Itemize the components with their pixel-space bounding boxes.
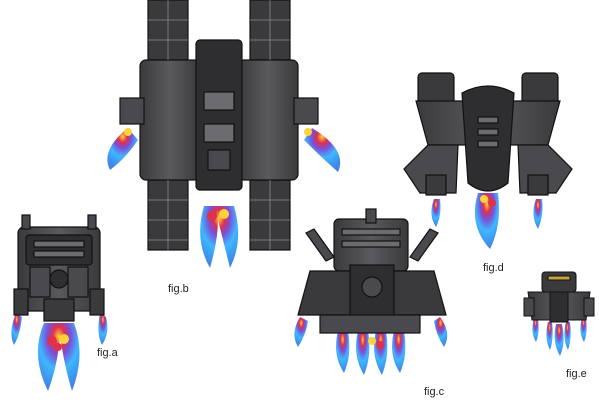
flames (431, 193, 543, 249)
small-fighter-sprite (523, 271, 595, 356)
flames (532, 318, 587, 356)
figure-label-d: fig.d (483, 262, 504, 274)
figure-label-a: fig.a (97, 347, 118, 359)
figure-label-e: fig.e (566, 368, 587, 380)
pod-grid (148, 0, 290, 250)
figure-label-b: fig.b (168, 283, 189, 295)
flame-left (11, 313, 22, 345)
heavy-carrier-sprite (107, 0, 341, 268)
flame-right (434, 317, 448, 347)
hull (523, 271, 595, 323)
flame-left (107, 128, 138, 170)
flames-main (336, 331, 406, 375)
hull (403, 72, 573, 196)
figure-label-c: fig.c (424, 386, 445, 398)
flame-right (304, 128, 341, 172)
hull (297, 208, 447, 334)
winged-frigate-sprite (403, 72, 573, 249)
flame-left (294, 317, 308, 347)
hull (13, 214, 105, 322)
compact-gunship-sprite (11, 214, 108, 391)
flame-right (98, 313, 108, 345)
armored-cruiser-sprite (294, 208, 448, 375)
flame-main (37, 323, 80, 391)
flame-main (200, 206, 239, 268)
